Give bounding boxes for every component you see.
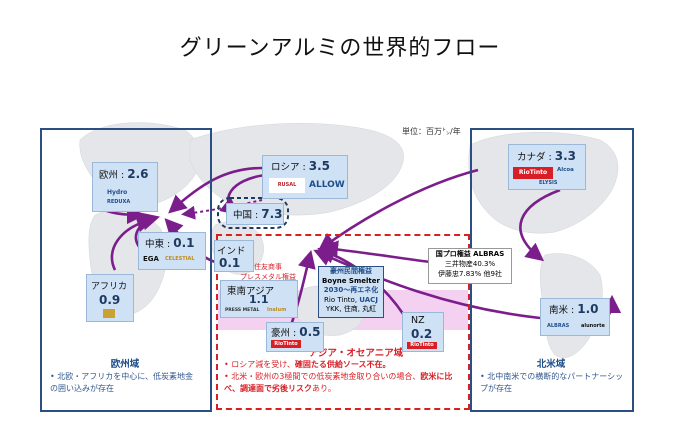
europe-region-title: 欧州域 [110,359,140,370]
node-china: 中国 : 7.3 [226,203,284,225]
arrow-russia-europe [168,166,263,214]
unit-label: 単位：百万㌧/年 [402,127,461,136]
albras-note: 国プロ権益 ALBRAS 三井物産40.3% 伊藤忠7.83% 他9社 [428,248,512,284]
node-china-name: 中国 [233,210,253,221]
node-australia-value: 0.5 [299,325,321,339]
node-africa-name: アフリカ [91,282,128,292]
node-nz-name: NZ [411,315,425,326]
elysis-logo: ELYSIS [539,180,558,186]
arrow-canada-samerica [519,188,561,262]
europe-region-note: • 北欧・アフリカを中心に、低炭素地金の囲い込みが存在 [50,372,194,393]
asia-bullet-1: • ロシア減を受け、確固たる供給ソース不在。 [224,360,391,369]
asia-region-title: アジア・オセアニア域 [308,348,404,359]
rusal-logo: RUSAL [269,178,305,193]
china-dashed-outline [217,197,289,229]
sumitomo-note: 住友商事プレスメタル権益 [240,263,296,281]
node-russia: ロシア : 3.5 RUSAL ALLOW [262,155,348,199]
node-canada-value: 3.3 [554,149,577,163]
node-mideast-value: 0.1 [173,236,195,250]
node-china-value: 7.3 [261,207,283,221]
node-nz: NZ 0.2 RioTinto [402,312,444,352]
node-india: インド 0.1 [214,240,254,272]
node-europe-value: 2.6 [127,167,149,181]
celestial-logo: CELESTIAL [165,256,195,262]
namerica-region-note: • 北中南米での横断的なパートナーシップが存在 [480,372,624,393]
node-australia: 豪州 : 0.5 RioTinto [266,322,324,352]
inalum-logo: Inalum [267,307,287,313]
arrow-australia-asia [288,249,316,329]
node-russia-value: 3.5 [308,159,331,173]
node-seasia: 東南アジア 1.1 PRESS METAL Inalum [220,280,298,318]
node-southamerica-value: 1.0 [577,302,599,316]
albras-logo: ALBRAS [547,323,570,329]
node-southamerica-name: 南米 [549,305,569,316]
arrow-samerica-asia [313,249,541,320]
arrow-canada-sea [317,168,479,252]
node-canada: カナダ : 3.3 RioTinto Alcoa ELYSIS [508,144,586,190]
node-canada-name: カナダ [517,152,546,163]
node-nz-value: 0.2 [411,327,433,341]
arrow-albras-asia [319,240,431,264]
node-africa: アフリカ 0.9 [86,274,134,322]
namerica-region-title: 北米域 [536,359,566,370]
node-mideast: 中東 : 0.1 EGA CELESTIAL [138,232,206,270]
asia-region [216,234,470,410]
arrow-africa-europe [110,214,156,271]
node-europe: 欧州 : 2.6 Hydro REDUXA [92,162,158,212]
africa-logo-icon [103,309,115,318]
reduxa-logo: REDUXA [107,199,131,205]
ega-logo: EGA [143,255,159,263]
pressmetal-logo: PRESS METAL [225,308,260,313]
node-russia-name: ロシア [271,162,300,173]
node-europe-name: 欧州 [99,170,119,181]
riotinto-logo-canada: RioTinto [513,167,553,179]
node-africa-value: 0.9 [99,293,121,307]
alcoa-logo: Alcoa [557,167,574,173]
alunorte-logo: alunorte [581,323,605,329]
page-title: グリーンアルミの世界的フロー [179,36,501,61]
asia-bullet-2: • 北米・欧州の3極間での低炭素地金取り合いの場合、欧米に比べ、調達面で劣後リス… [224,372,453,393]
node-india-value: 0.1 [219,256,241,270]
europe-region [40,128,212,412]
australia-private-box: 豪州民間権益 Boyne Smelter 2030～再エネ化 Rio Tinto… [318,266,384,318]
node-seasia-value: 1.1 [249,293,269,306]
allow-logo: ALLOW [309,180,345,190]
node-southamerica: 南米 : 1.0 ALBRAS alunorte [540,298,610,336]
node-india-name: インド [217,246,246,257]
node-australia-name: 豪州 [271,328,291,339]
node-seasia-name: 東南アジア [227,286,275,297]
riotinto-logo-nz: RioTinto [407,342,437,349]
riotinto-logo-aus: RioTinto [271,340,301,348]
node-mideast-name: 中東 [145,239,165,250]
hydro-logo: Hydro [107,189,128,196]
